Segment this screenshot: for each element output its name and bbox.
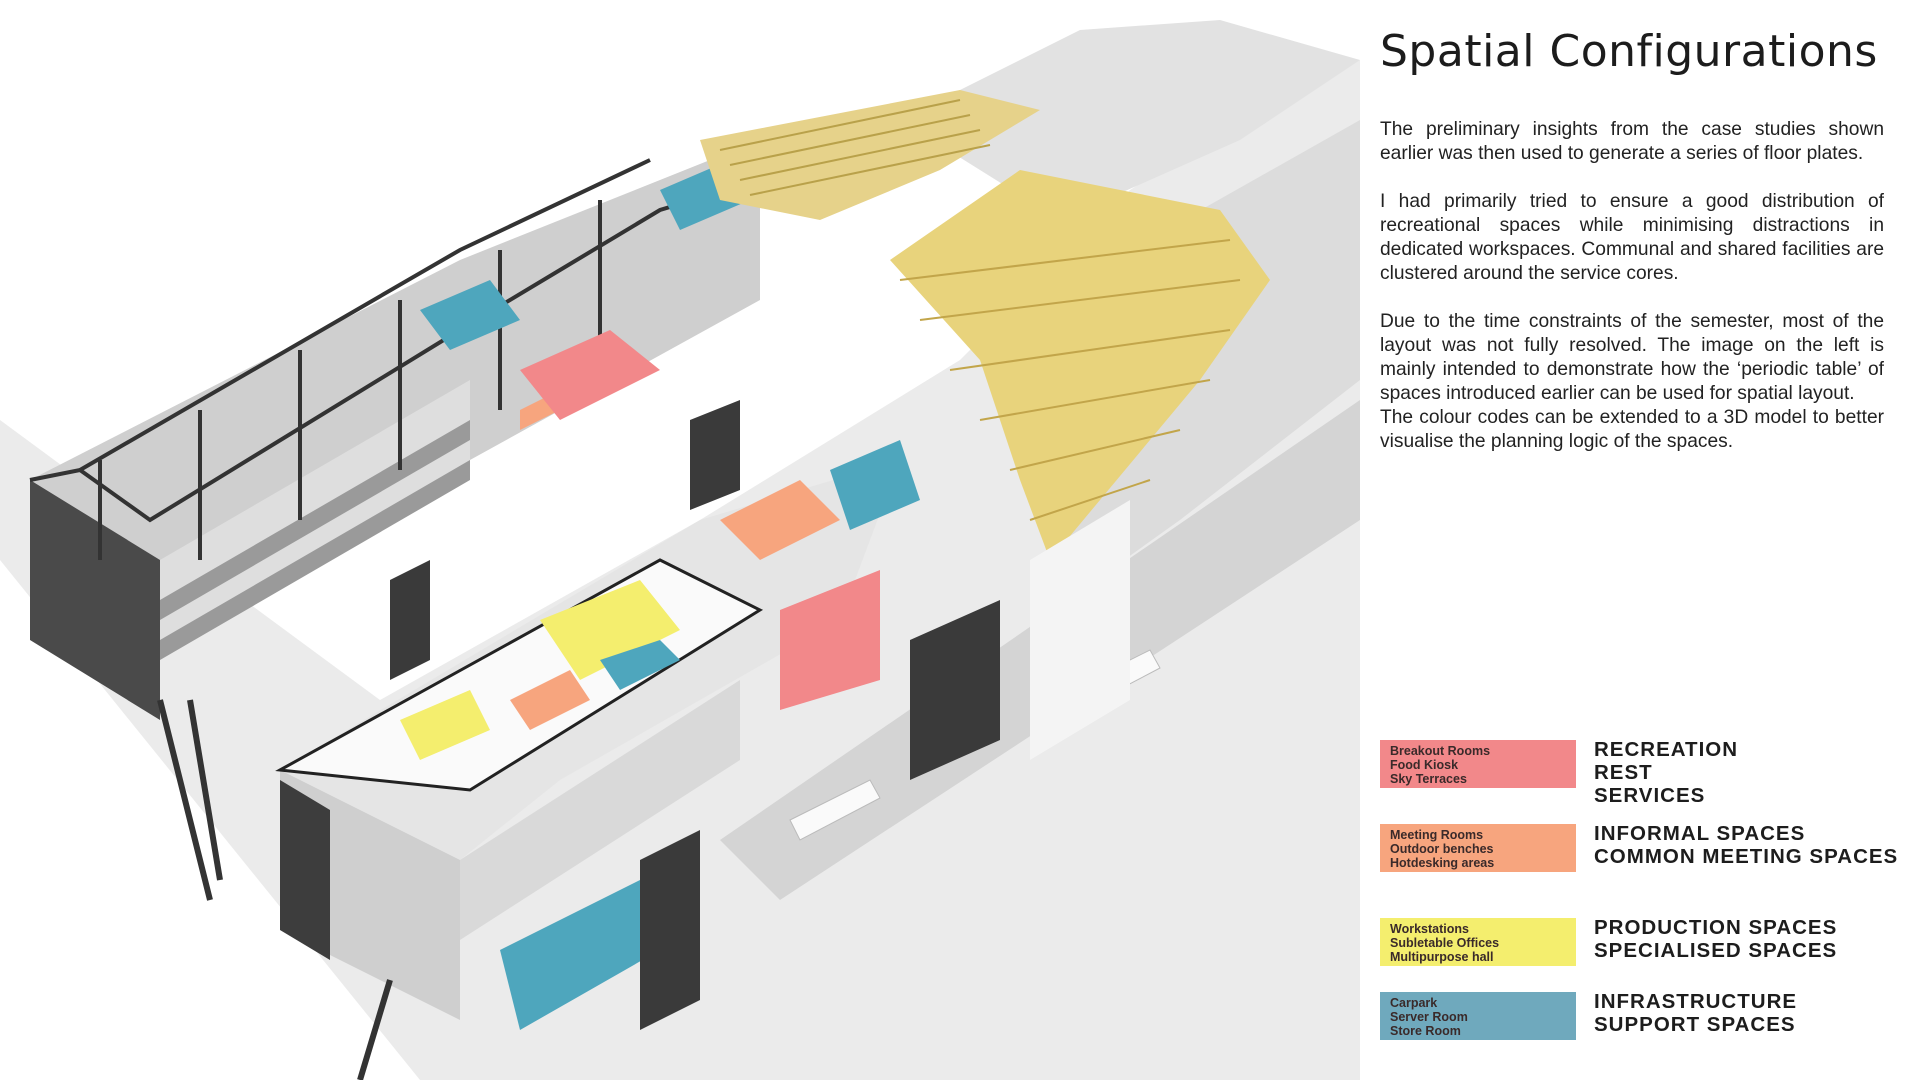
description-paragraph: The colour codes can be extended to a 3D…: [1380, 407, 1884, 452]
legend-row-informal: Meeting Rooms Outdoor benches Hotdesking…: [1380, 822, 1900, 880]
support-legs: [157, 699, 393, 1080]
legend-labels: RECREATION REST SERVICES: [1594, 738, 1738, 807]
legend-item: Workstations: [1390, 922, 1469, 936]
legend-row-infrastructure: Carpark Server Room Store Room INFRASTRU…: [1380, 990, 1900, 1048]
legend-category: INFRASTRUCTURE: [1594, 990, 1798, 1013]
legend-category: PRODUCTION SPACES: [1594, 916, 1838, 939]
legend-item: Carpark: [1390, 996, 1438, 1010]
louvred-tower-right: [890, 170, 1270, 760]
legend-swatch-yellow: Workstations Subletable Offices Multipur…: [1380, 918, 1576, 966]
legend-labels: INFRASTRUCTURE SUPPORT SPACES: [1594, 990, 1797, 1036]
support-columns: [390, 400, 1000, 1030]
central-building: [275, 440, 920, 1030]
legend-category: SERVICES: [1594, 784, 1706, 807]
legend-item: Hotdesking areas: [1390, 856, 1495, 870]
description-paragraph: I had primarily tried to ensure a good d…: [1380, 191, 1884, 284]
legend-item: Subletable Offices: [1390, 936, 1500, 950]
legend-item: Store Room: [1390, 1024, 1461, 1038]
legend-row-recreation: Breakout Rooms Food Kiosk Sky Terraces R…: [1380, 738, 1900, 807]
legend-item: Server Room: [1390, 1010, 1468, 1024]
legend-category: SUPPORT SPACES: [1594, 1013, 1796, 1036]
legend-item: Outdoor benches: [1390, 842, 1494, 856]
louvred-roof-left: [700, 90, 1040, 220]
page-title: Spatial Configurations: [1380, 26, 1878, 77]
legend-swatch-red: Breakout Rooms Food Kiosk Sky Terraces: [1380, 740, 1576, 788]
legend-category: RECREATION: [1594, 738, 1739, 761]
legend-item: Meeting Rooms: [1390, 828, 1484, 842]
legend-item: Sky Terraces: [1390, 772, 1467, 786]
legend-labels: INFORMAL SPACES COMMON MEETING SPACES: [1594, 822, 1898, 868]
legend-swatch-blue: Carpark Server Room Store Room: [1380, 992, 1576, 1040]
description-text: The preliminary insights from the case s…: [1380, 118, 1884, 478]
left-wing-building: [29, 140, 761, 720]
legend-row-production: Workstations Subletable Offices Multipur…: [1380, 916, 1900, 974]
description-paragraph: The preliminary insights from the case s…: [1380, 119, 1884, 164]
axonometric-building-illustration: [0, 20, 1360, 1080]
legend-category: COMMON MEETING SPACES: [1594, 845, 1899, 868]
legend-category: INFORMAL SPACES: [1594, 822, 1806, 845]
description-paragraph: Due to the time constraints of the semes…: [1380, 311, 1884, 404]
legend-item: Multipurpose hall: [1390, 950, 1494, 964]
legend-item: Breakout Rooms: [1390, 744, 1491, 758]
legend-category: REST: [1594, 761, 1653, 784]
legend-category: SPECIALISED SPACES: [1594, 939, 1838, 962]
legend-swatch-orange: Meeting Rooms Outdoor benches Hotdesking…: [1380, 824, 1576, 872]
legend-item: Food Kiosk: [1390, 758, 1459, 772]
legend-labels: PRODUCTION SPACES SPECIALISED SPACES: [1594, 916, 1837, 962]
